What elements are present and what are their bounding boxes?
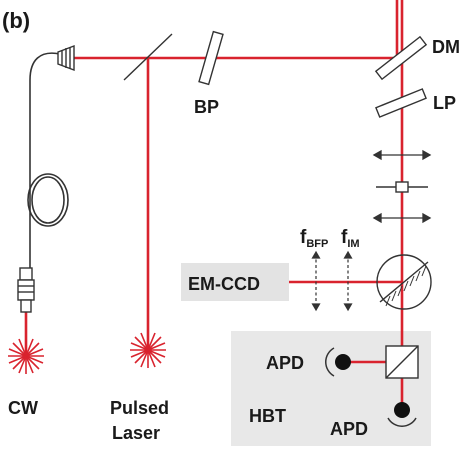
bp-label: BP xyxy=(194,97,219,117)
dm-label: DM xyxy=(432,37,460,57)
beamsplitter-cube-icon xyxy=(385,345,419,379)
beam-splitter-icon xyxy=(123,33,173,81)
apd-left-icon xyxy=(325,347,351,377)
apd-bottom-label: APD xyxy=(330,419,368,439)
f-bfp-sub: BFP xyxy=(306,238,328,250)
f-im-main: f xyxy=(341,227,348,248)
dm-mirror-icon xyxy=(374,35,428,81)
f-bfp-main: f xyxy=(300,227,307,248)
lp-filter-icon xyxy=(375,88,427,118)
cw-label: CW xyxy=(8,398,38,418)
emccd-box xyxy=(181,263,289,301)
lens-dashed-arrows xyxy=(311,250,353,312)
emccd-label: EM-CCD xyxy=(188,274,260,294)
cw-laser-starburst-icon xyxy=(8,338,44,374)
f-bfp-label: fBFP xyxy=(300,227,328,250)
optical-fiber xyxy=(27,52,69,268)
lp-label: LP xyxy=(433,93,456,113)
panel-label: (b) xyxy=(2,8,30,33)
double-arrow-icons xyxy=(372,149,432,224)
apd-left-label: APD xyxy=(266,353,304,373)
bp-filter-icon xyxy=(198,30,224,86)
aperture-icon xyxy=(376,181,428,193)
hbt-label: HBT xyxy=(249,406,286,426)
pulsed-label-line1: Pulsed xyxy=(110,398,169,418)
pulsed-label-line2: Laser xyxy=(112,423,160,443)
pulsed-laser-starburst-icon xyxy=(130,332,166,368)
apd-bottom-icon xyxy=(387,402,417,427)
f-im-label: fIM xyxy=(341,227,360,250)
fiber-coupler-icon xyxy=(57,44,75,72)
fiber-connector-icon xyxy=(17,267,35,313)
f-im-sub: IM xyxy=(347,238,359,250)
flip-mirror-icon xyxy=(376,254,432,310)
